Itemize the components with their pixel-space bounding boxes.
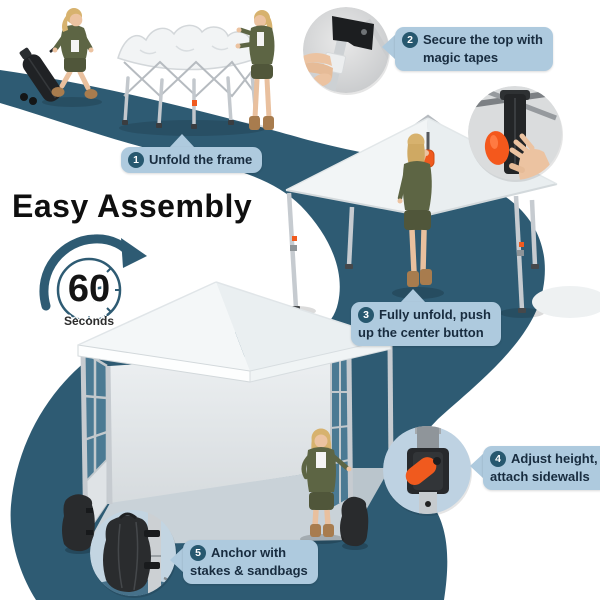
height-lever-inset-photo [383, 426, 471, 514]
tent-with-sidewalls [62, 281, 394, 554]
sandbag-inset-photo [90, 510, 176, 596]
step3-pointer-icon [400, 289, 426, 303]
step1-callout: 1 Unfold the frame [121, 147, 263, 174]
step3-label-line2: up the center button [358, 325, 484, 341]
step5-label-line1: Anchor with [211, 545, 287, 560]
center-button-inset-photo [468, 86, 562, 180]
step5-number-badge: 5 [190, 544, 206, 561]
step2-pointer-icon [382, 34, 396, 60]
step2-number-badge: 2 [402, 31, 418, 48]
timer-60-seconds: 60 Seconds [26, 226, 147, 336]
woman-pushing-center-button [397, 133, 432, 287]
timer-value: 60 [67, 268, 111, 310]
step4-number-badge: 4 [490, 450, 506, 467]
step2-label-line2: magic tapes [423, 50, 499, 66]
step4-callout: 4 Adjust height, attach sidewalls [483, 446, 600, 491]
step2-callout: 2 Secure the top with magic tapes [395, 27, 553, 72]
step5-pointer-icon [170, 547, 184, 573]
step3-label-line1: Fully unfold, push [379, 307, 491, 322]
woman-pulling-bag [19, 8, 98, 105]
step5-label-line2: stakes & sandbags [190, 563, 308, 579]
woman-at-folded-frame [235, 10, 275, 130]
step4-label-line1: Adjust height, [511, 451, 598, 466]
step4-label-line2: attach sidewalls [490, 469, 590, 485]
page-title: Easy Assembly [12, 188, 253, 224]
step3-callout: 3 Fully unfold, push up the center butto… [351, 302, 501, 347]
step4-pointer-icon [470, 453, 484, 479]
step1-label: Unfold the frame [149, 152, 253, 167]
step3-number-badge: 3 [358, 306, 374, 323]
magic-tape-inset-photo [303, 7, 389, 93]
step2-label-line1: Secure the top with [423, 32, 543, 47]
step1-pointer-icon [169, 134, 195, 148]
timer-icon [39, 234, 147, 323]
timer-unit: Seconds [63, 314, 114, 328]
step1-number-badge: 1 [128, 151, 144, 168]
step5-callout: 5 Anchor with stakes & sandbags [183, 540, 318, 585]
